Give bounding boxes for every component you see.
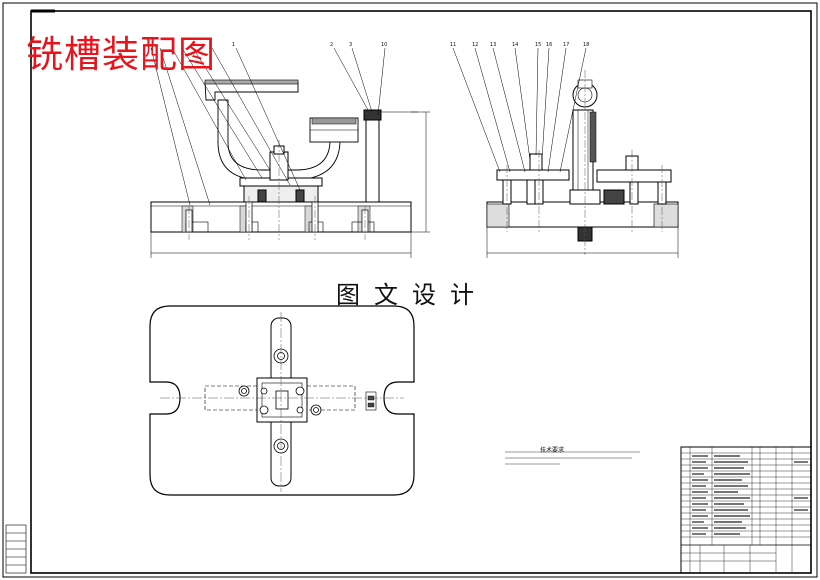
- balloon-15: 15: [535, 42, 541, 48]
- balloon-14: 14: [512, 42, 518, 48]
- balloon-11: 11: [450, 42, 456, 48]
- binding-strip: [5, 524, 27, 574]
- balloon-2: 2: [330, 42, 333, 48]
- title-block: [680, 446, 812, 574]
- balloon-17: 17: [563, 42, 569, 48]
- balloon-10: 10: [381, 42, 387, 48]
- side-plate-front: [365, 111, 380, 203]
- front-view: [150, 47, 430, 258]
- balloon-13: 13: [490, 42, 496, 48]
- front-balloons: 1 2 3 10: [232, 42, 387, 48]
- balloon-3: 3: [349, 42, 352, 48]
- tech-requirements-title: 技术要求: [540, 447, 565, 454]
- workpiece-front: [204, 81, 299, 101]
- top-view: [149, 305, 415, 496]
- balloon-16: 16: [546, 42, 552, 48]
- base-plate-side: [486, 201, 679, 228]
- drawing-title: 铣槽装配图: [26, 33, 216, 76]
- watermark-text: 图文设计: [336, 281, 488, 309]
- balloon-1: 1: [232, 42, 235, 48]
- tech-notes-lines: [505, 451, 640, 465]
- balloon-12: 12: [472, 42, 478, 48]
- inner-frame: [30, 10, 812, 574]
- side-balloons: 11 12 13 14 15 16 17 18: [450, 42, 589, 48]
- side-view: [452, 47, 679, 258]
- balloon-18: 18: [583, 42, 589, 48]
